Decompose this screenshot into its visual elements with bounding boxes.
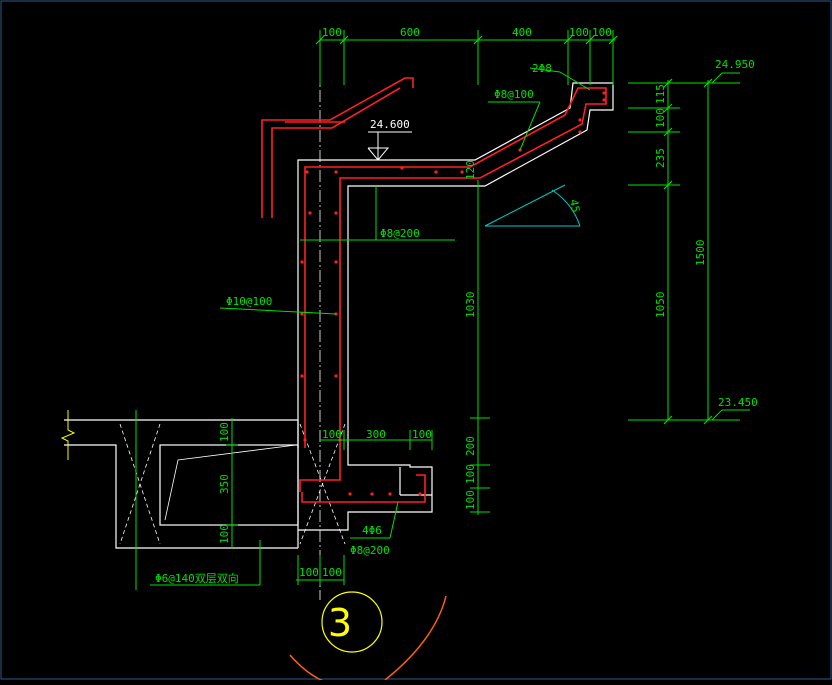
orange-arc [289, 595, 447, 685]
dim-bottom-mid-1: 100 [322, 428, 342, 441]
dim-slab-1: 100 [218, 422, 231, 442]
dim-angle: 45 [567, 198, 582, 213]
rebar-label-top: 2Φ8 [532, 62, 552, 75]
dim-top-1: 100 [322, 26, 342, 39]
dim-side-lower-1: 200 [464, 436, 477, 456]
angle-indicator [484, 184, 581, 227]
dim-side-lower-2: 100 [464, 464, 477, 484]
dim-bottom-left-1: 100 [299, 566, 319, 579]
dim-side-lower-3: 100 [464, 490, 477, 510]
dim-bottom-left-2: 100 [322, 566, 342, 579]
dim-slab-3: 100 [218, 524, 231, 544]
concrete-outline [64, 82, 614, 549]
dim-right-3: 235 [654, 148, 667, 168]
dim-roof-thickness: 120 [464, 160, 477, 180]
dim-top-3: 400 [512, 26, 532, 39]
dim-bottom-mid-3: 100 [412, 428, 432, 441]
dim-right-total: 1500 [694, 240, 707, 267]
rebar-label-slope: Φ8@100 [494, 88, 534, 101]
beam-hatch [119, 423, 346, 545]
dim-right-1: 115 [654, 84, 667, 104]
elevation-marker-mid [367, 131, 412, 161]
rebar-label-bottom-dist: Φ8@200 [350, 544, 390, 557]
elevation-bottom: 23.450 [718, 396, 758, 409]
rebar-label-slab: Φ6@140双层双向 [155, 571, 239, 585]
dim-top-4: 100 [569, 26, 589, 39]
rebar-label-roof: Φ8@200 [380, 227, 420, 240]
section-number: 3 [328, 601, 352, 645]
dim-right-4: 1050 [654, 292, 667, 319]
dim-slab-2: 350 [218, 474, 231, 494]
break-symbol [60, 410, 76, 460]
elevation-mid: 24.600 [370, 118, 410, 131]
slab-slope-line [164, 444, 297, 521]
dim-top-2: 600 [400, 26, 420, 39]
rebar-label-bottom-bars: 4Φ6 [362, 524, 382, 537]
section-circle [321, 591, 383, 653]
dim-top-5: 100 [592, 26, 612, 39]
dim-bottom-mid-2: 300 [366, 428, 386, 441]
dimension-lines [135, 30, 750, 590]
dimension-ticks [315, 35, 713, 425]
rebar-dots [300, 91, 606, 496]
elevation-top: 24.950 [715, 58, 755, 71]
rebar-label-wall: Φ10@100 [226, 295, 272, 308]
dim-wall-height: 1030 [464, 292, 477, 319]
dim-right-2: 100 [654, 108, 667, 128]
rebar-lines [261, 77, 607, 503]
